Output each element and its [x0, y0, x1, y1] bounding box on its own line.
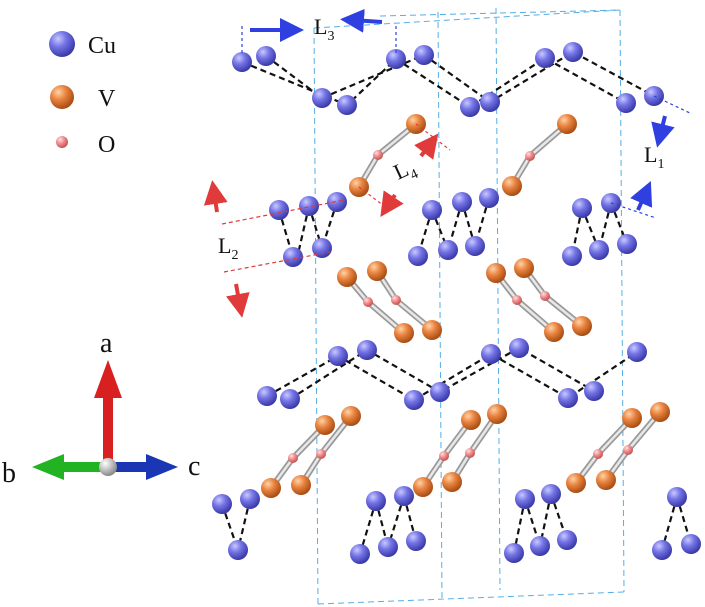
legend: Cu V O	[49, 31, 116, 158]
c-axis-label: c	[188, 451, 200, 482]
legend-item-v: V	[50, 85, 116, 112]
l3-marker: L3	[241, 8, 397, 56]
l1-marker: L1	[610, 95, 693, 219]
legend-label-o: O	[98, 132, 115, 158]
c-axis-arrow: c	[110, 451, 200, 482]
o-swatch-icon	[56, 136, 68, 148]
legend-item-cu: Cu	[49, 31, 116, 59]
legend-label-v: V	[98, 86, 116, 112]
cu-atoms	[212, 42, 701, 564]
unit-cell-edges	[313, 7, 625, 605]
l2-marker: L2	[203, 180, 345, 318]
b-axis-arrow: b	[2, 454, 106, 489]
o-atoms	[288, 150, 633, 463]
a-axis-arrow: a	[94, 328, 122, 463]
legend-item-o: O	[56, 132, 115, 158]
l1-label: L1	[644, 142, 664, 172]
l3-label: L3	[314, 14, 334, 44]
v-swatch-icon	[50, 85, 74, 109]
axis-triad: a b c	[2, 328, 200, 489]
l2-label: L2	[218, 233, 238, 263]
a-axis-label: a	[100, 328, 113, 359]
cu-swatch-icon	[49, 31, 75, 57]
l4-label: L4	[390, 153, 421, 189]
legend-label-cu: Cu	[88, 33, 116, 59]
axis-origin-icon	[99, 458, 117, 476]
b-axis-label: b	[2, 458, 16, 489]
